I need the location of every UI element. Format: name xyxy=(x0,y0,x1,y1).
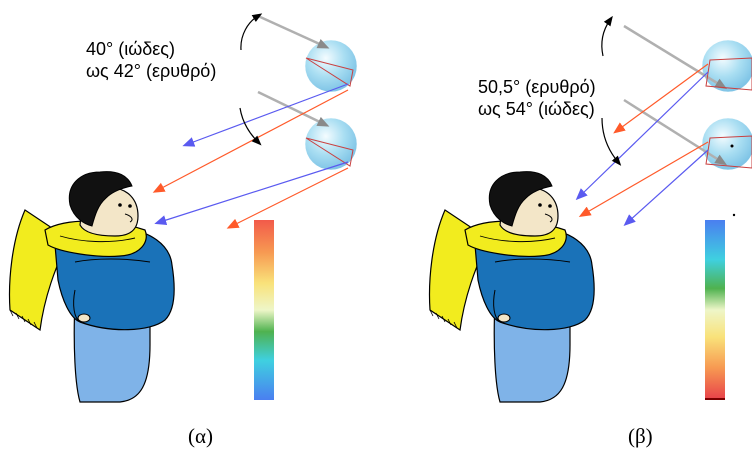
spectrum-bar-icon xyxy=(705,220,725,400)
red-ray xyxy=(578,141,709,218)
violet-ray xyxy=(623,149,709,227)
curved-arrow-icon xyxy=(239,107,262,146)
panel-a xyxy=(8,13,358,403)
angle-label-b-line1: 50,5° (ερυθρό) xyxy=(478,77,596,97)
violet-ray xyxy=(182,83,349,147)
spectrum-bar-icon xyxy=(254,220,274,400)
angle-label-a-line1: 40° (ιώδες) xyxy=(86,39,175,59)
refraction-path xyxy=(305,137,354,167)
caption-a: (α) xyxy=(188,424,213,448)
curved-arrow-icon xyxy=(601,15,613,57)
refraction-path xyxy=(705,57,752,91)
person-icon xyxy=(8,171,175,403)
person-icon xyxy=(428,171,595,403)
angle-label-b-line2: ως 54° (ιώδες) xyxy=(478,99,595,119)
panel-b xyxy=(428,15,752,403)
dot-marker xyxy=(730,144,734,148)
dot-marker xyxy=(732,213,736,217)
refraction-path xyxy=(705,135,752,169)
red-ray xyxy=(613,63,709,134)
refraction-path xyxy=(305,57,354,87)
sun-ray xyxy=(623,24,728,90)
angle-label-b: 50,5° (ερυθρό) ως 54° (ιώδες) xyxy=(478,76,596,120)
angle-label-a-line2: ως 42° (ερυθρό) xyxy=(86,61,217,81)
raindrop-icon xyxy=(304,39,358,93)
angle-label-a: 40° (ιώδες) ως 42° (ερυθρό) xyxy=(86,38,216,82)
curved-arrow-icon xyxy=(240,13,263,51)
sun-ray xyxy=(257,90,330,127)
red-ray xyxy=(226,167,349,229)
caption-b: (β) xyxy=(628,424,653,448)
sun-ray xyxy=(257,14,330,49)
curved-arrow-icon xyxy=(601,117,622,166)
violet-ray xyxy=(154,161,349,225)
violet-ray xyxy=(575,71,709,201)
